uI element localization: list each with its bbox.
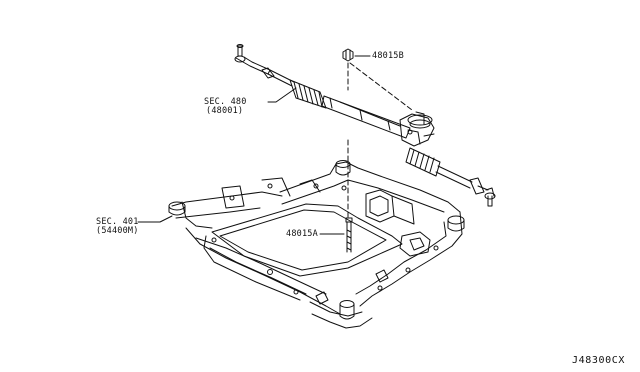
leader-sec401 [137, 215, 173, 223]
center-bracket [365, 189, 415, 225]
left-boot [289, 79, 327, 109]
steering-rack-assembly [234, 44, 496, 207]
alignment-dashed-lines [347, 62, 413, 219]
label-sec-401-ref: (54400M) [96, 226, 139, 236]
front-subframe [168, 160, 465, 329]
right-tie-rod-end [469, 177, 496, 207]
leader-sec480 [267, 87, 297, 103]
diagram-code: J48300CX [572, 355, 625, 366]
label-sec-480: SEC. 480 [204, 97, 247, 107]
pinion-housing [399, 111, 435, 147]
label-sec-480-ref: (48001) [206, 106, 244, 116]
right-tie-rod [435, 165, 473, 189]
right-boot [405, 147, 441, 177]
left-tie-rod-end [234, 44, 275, 79]
bolt-48015a [345, 217, 353, 253]
label-part-48015a: 48015A [286, 229, 318, 239]
label-sec-401: SEC. 401 [96, 217, 139, 227]
nut-48015b [342, 48, 354, 62]
label-part-48015b: 48015B [372, 51, 404, 61]
subframe-skid-plate [211, 203, 403, 277]
rack-housing [321, 95, 411, 139]
